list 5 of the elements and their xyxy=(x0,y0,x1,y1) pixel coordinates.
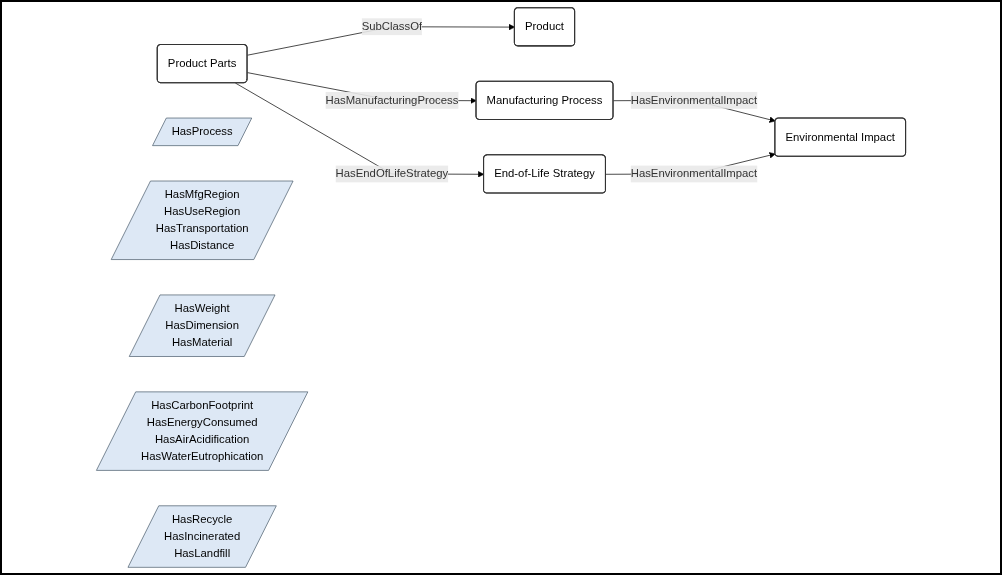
edge-label: HasEnvironmentalImpact xyxy=(630,167,758,180)
edge-label: SubClassOf xyxy=(361,20,423,33)
edge-label: HasEndOfLifeStrategy xyxy=(335,167,449,180)
edge-label: HasManufacturingProcess xyxy=(325,93,459,107)
edge-label: HasEnvironmentalImpact xyxy=(630,93,758,107)
